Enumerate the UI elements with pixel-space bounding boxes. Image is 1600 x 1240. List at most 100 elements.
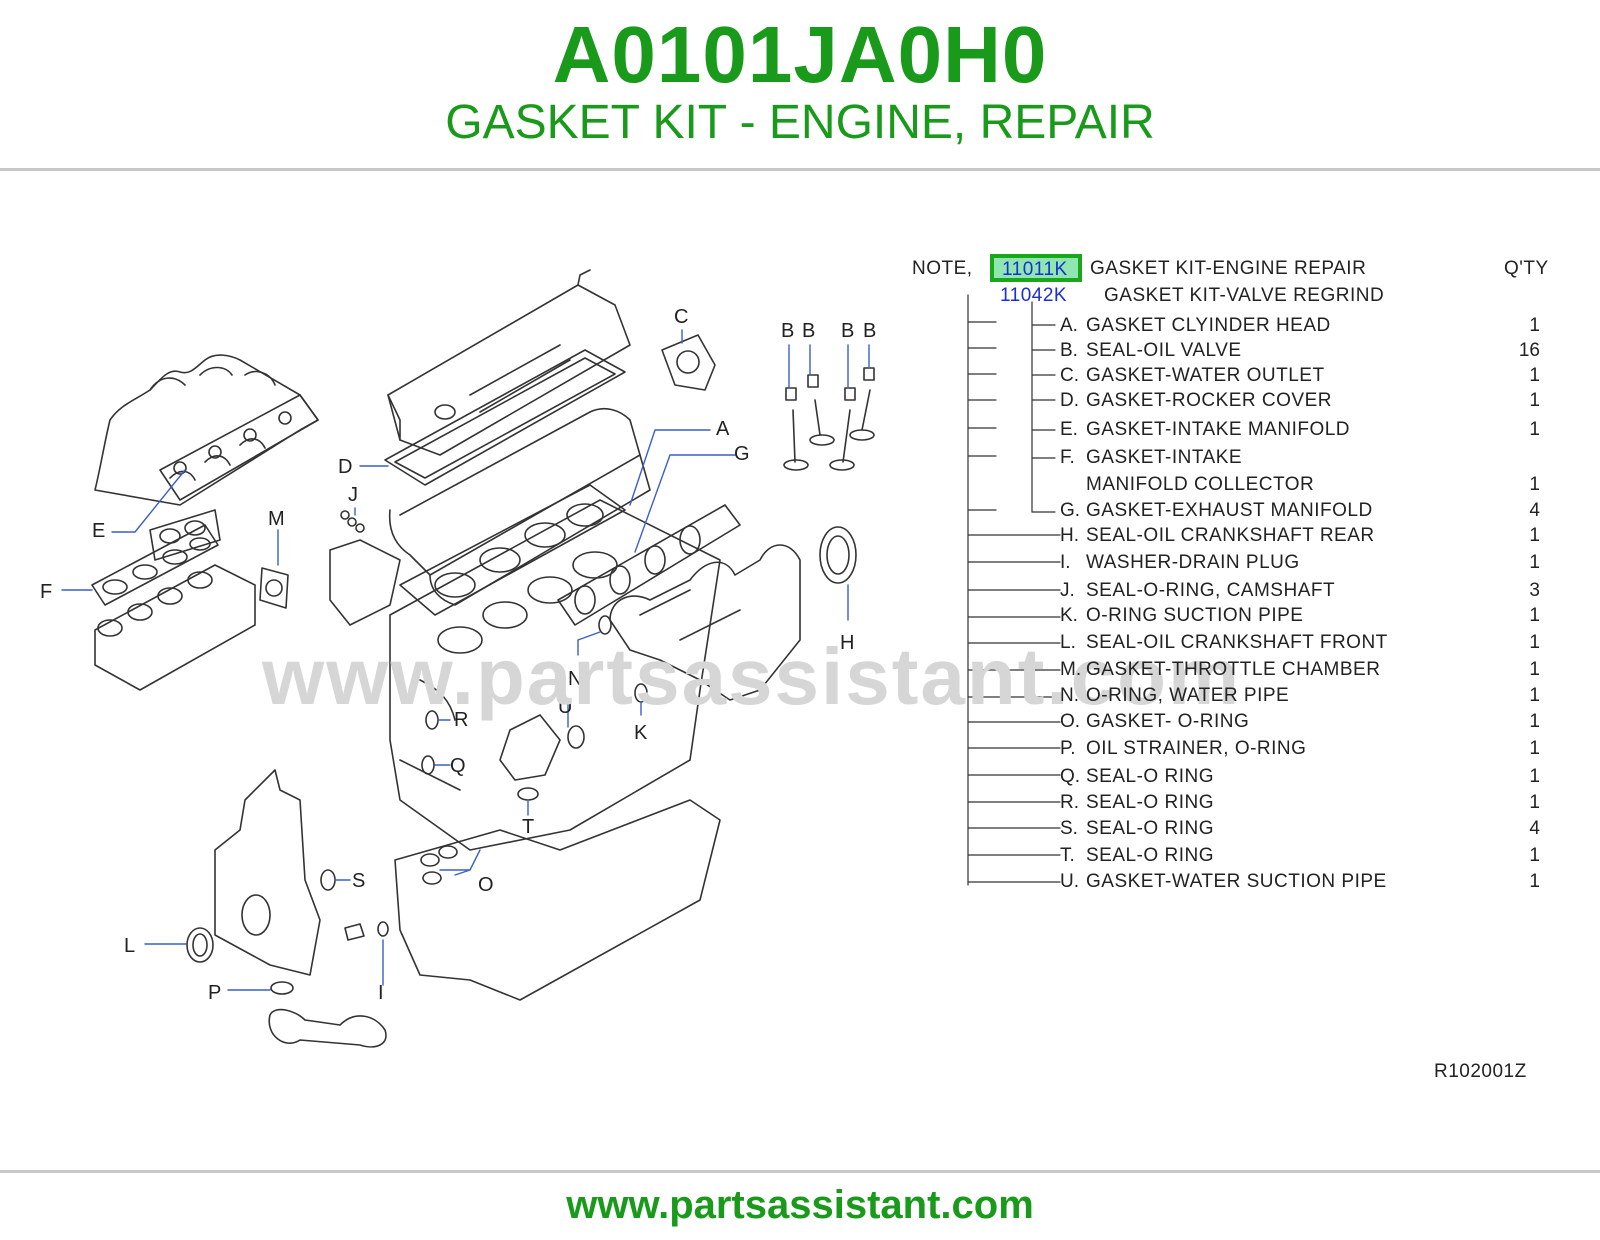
callout-a: A — [716, 418, 730, 440]
qty-header: Q'TY — [1504, 258, 1549, 279]
item-name: GASKET-INTAKE — [1086, 447, 1243, 468]
valves-drawing — [783, 367, 875, 471]
callout-n: N — [568, 668, 583, 690]
item-letter: S. — [1060, 818, 1078, 839]
s-oring-drawing — [320, 869, 336, 891]
item-qty: 3 — [1529, 580, 1540, 601]
n-oring-drawing — [598, 615, 612, 635]
parts-list-item: T. SEAL-O RING 1 — [1060, 845, 1540, 867]
throttle-gasket-drawing — [259, 567, 289, 609]
callout-i: I — [378, 982, 384, 1004]
kit-name: GASKET KIT-ENGINE REPAIR — [1090, 258, 1367, 279]
callout-e: E — [92, 520, 106, 542]
item-qty: 1 — [1529, 525, 1540, 546]
item-letter: G. — [1060, 500, 1081, 521]
item-letter: R. — [1060, 792, 1079, 813]
item-letter: O. — [1060, 711, 1081, 732]
item-qty: 4 — [1529, 818, 1540, 839]
watermark: www.partsassistant.com — [262, 632, 1242, 721]
header-divider — [0, 168, 1600, 171]
item-qty: 1 — [1529, 632, 1540, 653]
front-cover-drawing — [329, 539, 401, 626]
footer-url[interactable]: www.partsassistant.com — [566, 1183, 1034, 1227]
item-name: SEAL-O RING — [1086, 792, 1214, 813]
item-name: SEAL-O RING — [1086, 766, 1214, 787]
timing-cover-drawing — [214, 769, 321, 976]
drain-plug-drawing — [344, 923, 365, 941]
page-header: A0101JA0H0 GASKET KIT - ENGINE, REPAIR — [0, 0, 1600, 170]
item-name: GASKET-WATER OUTLET — [1086, 365, 1325, 386]
item-qty: 4 — [1529, 500, 1540, 521]
subkit-code-link[interactable]: 11042K — [1000, 285, 1068, 306]
callout-b-2: B — [802, 320, 816, 342]
callout-k: K — [634, 722, 648, 744]
parts-list-item: G.GASKET-EXHAUST MANIFOLD 4 — [1060, 500, 1540, 522]
item-letter: J. — [1060, 580, 1075, 601]
footer-divider — [0, 1170, 1600, 1173]
item-name: SEAL-OIL CRANKSHAFT FRONT — [1086, 632, 1388, 653]
q-oring-drawing — [421, 755, 435, 775]
item-name: SEAL-O RING — [1086, 845, 1214, 866]
collector-gasket-drawing — [91, 524, 219, 606]
callout-g: G — [734, 443, 750, 465]
front-seal-drawing — [186, 927, 214, 963]
item-name: GASKET-EXHAUST MANIFOLD — [1086, 500, 1373, 521]
item-qty: 1 — [1529, 711, 1540, 732]
rear-seal-drawing — [819, 526, 857, 584]
subkit-name: GASKET KIT-VALVE REGRIND — [1104, 285, 1385, 306]
item-qty: 1 — [1529, 419, 1540, 440]
item-qty: 1 — [1529, 738, 1540, 759]
item-letter: T. — [1060, 845, 1075, 866]
item-letter: D. — [1060, 390, 1079, 411]
diagram-reference: R102001Z — [1434, 1061, 1527, 1082]
item-name: GASKET-INTAKE MANIFOLD — [1086, 419, 1351, 440]
exhaust-gasket-drawing — [557, 504, 741, 626]
item-letter: A. — [1060, 315, 1078, 336]
item-name: SEAL-OIL VALVE — [1086, 340, 1242, 361]
callout-q: Q — [450, 755, 466, 777]
head-gasket-drawing — [399, 484, 626, 616]
parts-list-item: A. GASKET CLYINDER HEAD 1 — [1060, 315, 1540, 337]
callout-h: H — [840, 632, 855, 654]
item-letter: I. — [1060, 552, 1071, 573]
callout-c: C — [674, 306, 689, 328]
item-qty: 1 — [1529, 315, 1540, 336]
callout-f: F — [40, 581, 53, 603]
callout-m: M — [268, 508, 285, 530]
callout-p: P — [208, 982, 222, 1004]
item-letter: E. — [1060, 419, 1078, 440]
callout-t: T — [522, 816, 535, 838]
u-gasket-drawing — [567, 725, 585, 749]
callout-b-3: B — [841, 320, 855, 342]
item-qty: 1 — [1529, 552, 1540, 573]
part-number: A0101JA0H0 — [552, 10, 1048, 99]
item-letter: P. — [1060, 738, 1076, 759]
water-outlet-gasket-drawing — [661, 334, 716, 391]
callout-d: D — [338, 456, 353, 478]
item-qty: 1 — [1529, 390, 1540, 411]
item-qty: 1 — [1529, 365, 1540, 386]
drain-washer-drawing — [377, 921, 389, 937]
item-letter: N. — [1060, 685, 1079, 706]
item-letter: L. — [1060, 632, 1076, 653]
item-letter: K. — [1060, 605, 1078, 626]
item-name: MANIFOLD COLLECTOR — [1086, 474, 1315, 495]
callout-s: S — [352, 870, 366, 892]
engine-block-drawing — [389, 499, 721, 851]
item-name: O-RING SUCTION PIPE — [1086, 605, 1304, 626]
item-qty: 1 — [1529, 845, 1540, 866]
item-name: GASKET CLYINDER HEAD — [1086, 315, 1331, 336]
parts-list-item: C. GASKET-WATER OUTLET 1 — [1060, 365, 1540, 387]
kit-code: 11011K — [1002, 259, 1068, 280]
kit-code-link[interactable]: 11011K — [990, 254, 1082, 282]
callout-b-1: B — [781, 320, 795, 342]
item-letter: C. — [1060, 365, 1079, 386]
collector-drawing — [94, 564, 256, 691]
cam-orings-drawing — [340, 510, 365, 533]
